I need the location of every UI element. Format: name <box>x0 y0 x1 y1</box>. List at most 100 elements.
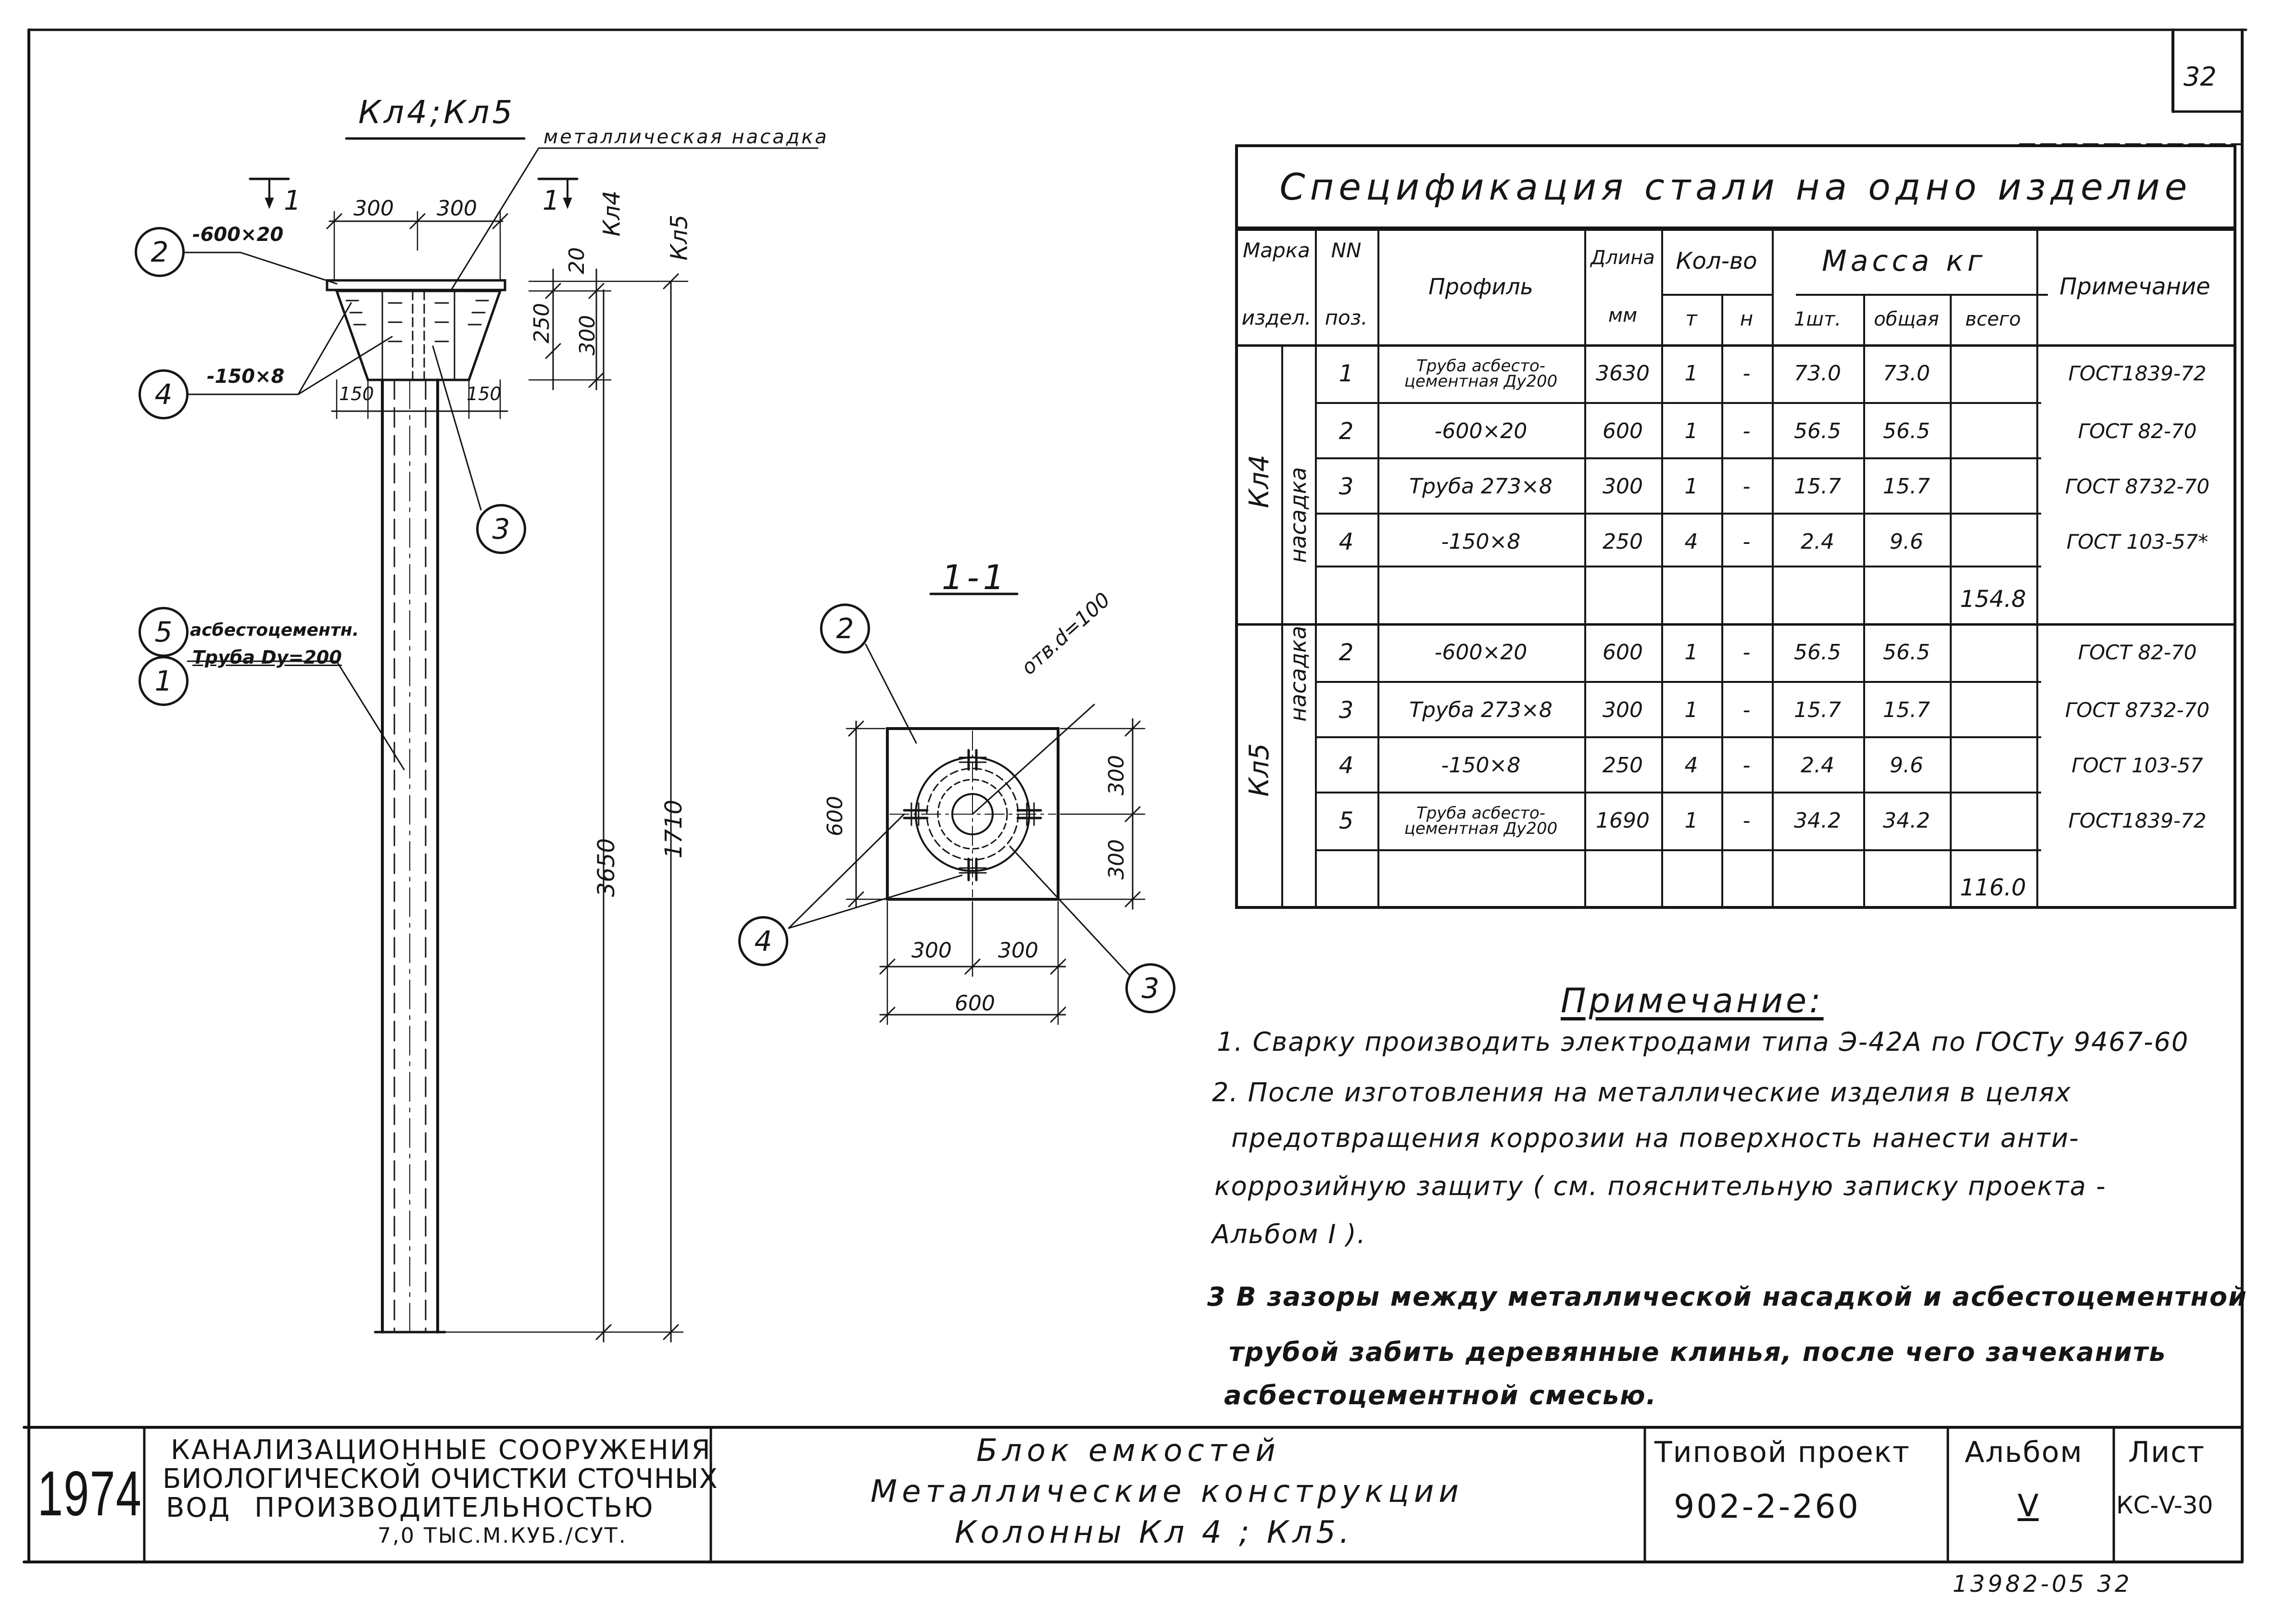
note-line-3: предотвращения коррозии на поверхность н… <box>1231 1123 2080 1153</box>
album-number: V <box>2018 1488 2039 1524</box>
section-mark-right: 1 <box>543 185 560 216</box>
spec-cell-pos: 5 <box>1338 807 1354 834</box>
spec-cell-t: 1 <box>1684 808 1698 833</box>
spec-cell-pos: 2 <box>1338 417 1354 445</box>
spec-cell-n: - <box>1742 361 1751 386</box>
sheet-number: КС-V-30 <box>2116 1491 2213 1519</box>
group-kl5-mark: Кл5 <box>1243 743 1275 797</box>
spec-cell-one: 56.5 <box>1794 640 1841 665</box>
dim-total-kl4: 3650 <box>593 838 620 897</box>
callout-5-elev: 5 <box>139 607 189 657</box>
spec-cell-t: 1 <box>1684 640 1698 665</box>
callout-3-sec: 3 <box>1125 963 1175 1013</box>
spec-cell-note: ГОСТ 103-57* <box>2066 529 2209 554</box>
hdr-mass-total: общая <box>1874 308 1939 330</box>
title-line-2: Металлические конструкции <box>871 1474 1464 1510</box>
spec-cell-t: 1 <box>1684 474 1698 499</box>
note-line-8: асбестоцементной смесью. <box>1224 1380 1657 1410</box>
cap-label: металлическая насадка <box>543 126 829 148</box>
sec-dim-600-left: 600 <box>822 796 847 836</box>
callout-4-sec: 4 <box>738 916 788 966</box>
spec-cell-profile: -150×8 <box>1441 529 1521 554</box>
hdr-note: Примечание <box>2059 273 2210 300</box>
spec-cell-one: 73.0 <box>1794 361 1841 386</box>
hdr-mass: Масса кг <box>1821 244 1987 278</box>
group-kl5-sub: насадка <box>1285 626 1311 722</box>
notes-title: Примечание: <box>1561 981 1824 1020</box>
spec-cell-t: 1 <box>1684 697 1698 722</box>
hdr-mark-top: Марка <box>1243 238 1310 262</box>
spec-cell-profile: -600×20 <box>1434 640 1527 665</box>
note-line-1: 1. Сварку производить электродами типа Э… <box>1217 1027 2189 1057</box>
note-line-6: 3 В зазоры между металлической насадкой … <box>1207 1282 2247 1312</box>
callout-2-text: -600×20 <box>192 224 284 246</box>
note-line-5: Альбом I ). <box>1212 1219 1366 1249</box>
spec-cell-total: 9.6 <box>1890 753 1923 778</box>
note-line-7: трубой забить деревянные клинья, после ч… <box>1229 1337 2167 1367</box>
callout-5-text: асбестоцементн. <box>190 620 359 640</box>
spec-cell-t: 4 <box>1684 529 1698 554</box>
spec-cell-length: 250 <box>1603 529 1643 554</box>
hdr-pos-bottom: поз. <box>1325 305 1368 329</box>
spec-cell-length: 300 <box>1603 474 1643 499</box>
spec-cell-n: - <box>1742 808 1751 833</box>
sec-dim-300-a: 300 <box>1104 755 1129 795</box>
spec-cell-note: ГОСТ1839-72 <box>2068 808 2207 832</box>
spec-cell-note: ГОСТ 82-70 <box>2078 419 2197 443</box>
callout-4-elev: 4 <box>139 369 189 419</box>
hdr-mass-one: 1шт. <box>1793 308 1842 330</box>
callout-3-elev: 3 <box>476 504 526 554</box>
spec-cell-pos: 3 <box>1338 696 1354 724</box>
spec-cell-t: 1 <box>1684 418 1698 443</box>
year: 1974 <box>38 1458 142 1529</box>
title-line-1: Блок емкостей <box>976 1433 1280 1469</box>
spec-cell-one: 2.4 <box>1801 753 1834 778</box>
spec-cell-note: ГОСТ1839-72 <box>2068 361 2207 385</box>
spec-cell-length: 600 <box>1603 418 1643 443</box>
hdr-qty: Кол-во <box>1676 248 1757 275</box>
sheet-corner-number: 32 <box>2184 62 2217 92</box>
org-line-4: 7,0 ТЫС.М.КУБ./СУТ. <box>378 1523 627 1548</box>
hdr-profile: Профиль <box>1428 273 1533 300</box>
spec-cell-note: ГОСТ 8732-70 <box>2065 698 2210 722</box>
spec-cell-n: - <box>1742 418 1751 443</box>
note-line-4: коррозийную защиту ( см. пояснительную з… <box>1214 1171 2107 1201</box>
hdr-qty-t: т <box>1685 307 1697 331</box>
group-kl5-total: 116.0 <box>1960 874 2026 901</box>
callout-4-text: -150×8 <box>207 365 285 388</box>
spec-cell-length: 600 <box>1603 640 1643 665</box>
spec-cell-pos: 1 <box>1338 360 1354 387</box>
sec-dim-300-c: 300 <box>911 938 952 963</box>
hdr-pos-top: NN <box>1331 238 1362 262</box>
spec-cell-n: - <box>1742 753 1751 778</box>
spec-cell-note: ГОСТ 8732-70 <box>2065 474 2210 498</box>
spec-cell-one: 15.7 <box>1794 474 1841 499</box>
project-label: Типовой проект <box>1654 1435 1910 1469</box>
spec-cell-profile: Труба 273×8 <box>1409 697 1553 722</box>
spec-cell-t: 1 <box>1684 361 1698 386</box>
callout-1-elev: 1 <box>139 656 189 706</box>
label-kl4: Кл4 <box>598 190 626 237</box>
spec-cell-total: 73.0 <box>1883 361 1930 386</box>
spec-cell-length: 3630 <box>1596 361 1650 386</box>
spec-cell-total: 9.6 <box>1890 529 1923 554</box>
spec-cell-pos: 4 <box>1338 528 1354 555</box>
section-title: 1-1 <box>942 558 1009 597</box>
spec-cell-profile: -600×20 <box>1434 418 1527 443</box>
dim-plate-thk: 20 <box>565 247 589 274</box>
spec-cell-total: 15.7 <box>1883 474 1930 499</box>
sec-dim-300-d: 300 <box>998 938 1038 963</box>
spec-cell-length: 1690 <box>1596 808 1650 833</box>
dim-cap-h: 300 <box>575 315 600 355</box>
album-label: Альбом <box>1965 1435 2083 1469</box>
spec-cell-n: - <box>1742 697 1751 722</box>
spec-cell-total: 15.7 <box>1883 697 1930 722</box>
group-kl4-mark: Кл4 <box>1243 454 1275 508</box>
hdr-qty-n: н <box>1740 307 1754 331</box>
spec-cell-profile: Труба 273×8 <box>1409 474 1553 499</box>
callout-2-sec: 2 <box>820 604 870 654</box>
group-kl4-sub: насадка <box>1285 467 1311 563</box>
hdr-length-bottom: мм <box>1608 304 1638 327</box>
spec-cell-pos: 4 <box>1338 752 1354 779</box>
